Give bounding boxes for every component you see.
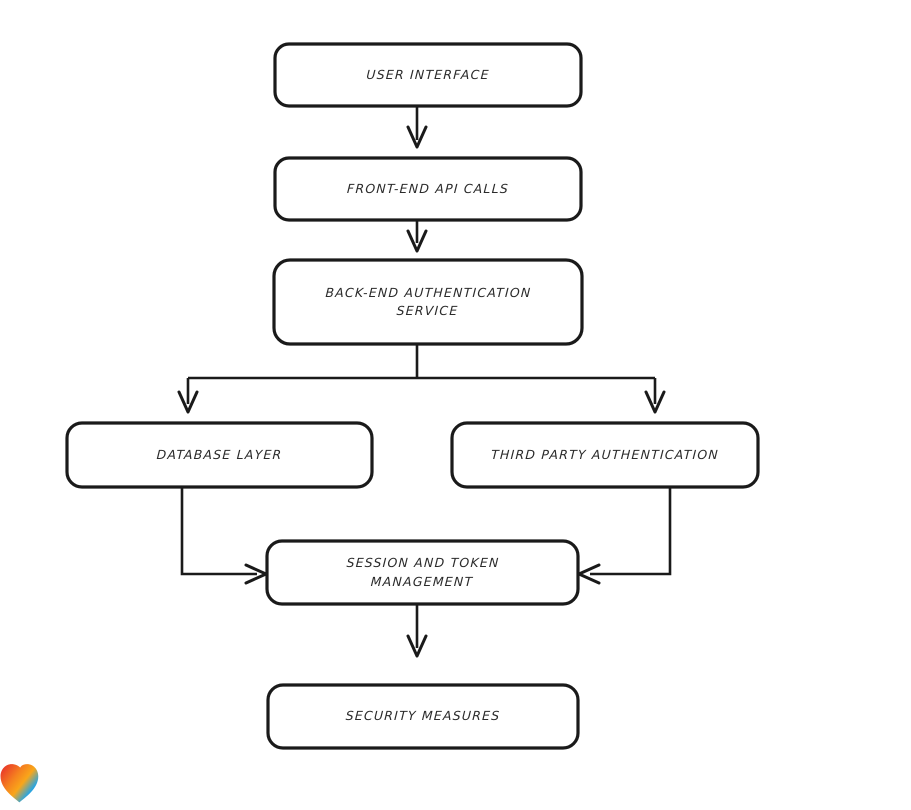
arrowhead-thirdparty-to-session	[577, 563, 601, 585]
node-box-back-end-authentication-service[interactable]	[272, 258, 584, 346]
arrowhead-backend-to-database	[177, 390, 199, 414]
node-box-third-party-authentication[interactable]	[450, 421, 760, 489]
connector-database-to-session	[180, 487, 257, 576]
arrowhead-session-to-security	[406, 634, 428, 658]
arrowhead-database-to-session	[244, 563, 268, 585]
arrowhead-ui-to-api	[406, 125, 428, 149]
node-box-security-measures[interactable]	[266, 683, 580, 750]
node-box-front-end-api-calls[interactable]	[273, 156, 583, 222]
node-box-user-interface[interactable]	[273, 42, 583, 108]
arrowhead-api-to-backend	[406, 229, 428, 253]
heart-icon	[0, 764, 39, 803]
connector-thirdparty-to-session	[590, 487, 672, 576]
node-box-database-layer[interactable]	[65, 421, 374, 489]
arrowhead-backend-to-thirdparty	[644, 390, 666, 414]
node-box-session-and-token-management[interactable]	[265, 539, 580, 606]
